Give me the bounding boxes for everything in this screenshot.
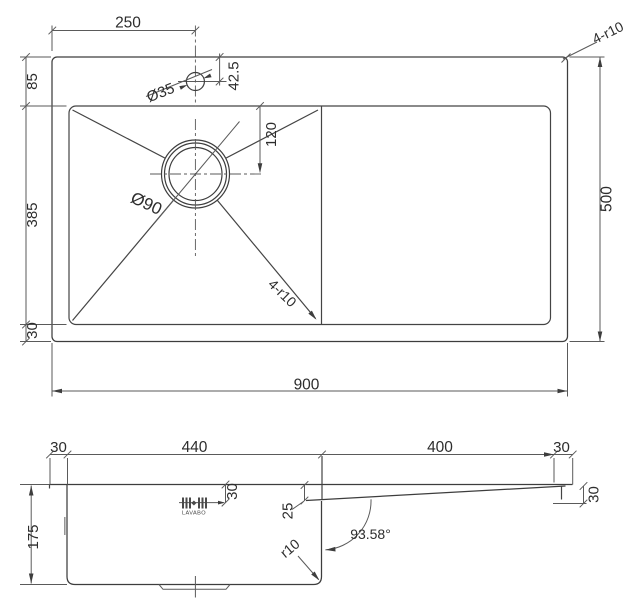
svg-text:900: 900 [294,377,320,394]
svg-text:4-r10: 4-r10 [590,18,627,47]
svg-text:30: 30 [224,483,241,500]
svg-text:440: 440 [182,439,208,456]
svg-text:42.5: 42.5 [226,61,243,90]
svg-text:25: 25 [280,503,297,520]
svg-text:30: 30 [50,439,67,456]
svg-text:Ø35: Ø35 [144,80,177,106]
svg-text:250: 250 [115,15,141,32]
svg-text:385: 385 [24,202,41,227]
svg-text:4-r10: 4-r10 [265,276,300,310]
svg-text:93.58°: 93.58° [350,526,391,542]
svg-text:30: 30 [24,322,41,339]
svg-text:500: 500 [599,186,616,212]
svg-text:30: 30 [553,439,570,456]
svg-text:120: 120 [263,122,280,147]
svg-text:400: 400 [427,439,453,456]
svg-text:LAVABO: LAVABO [182,511,206,517]
svg-text:Ø90: Ø90 [128,188,165,219]
svg-text:85: 85 [24,73,41,90]
svg-text:30: 30 [586,486,603,503]
svg-text:175: 175 [25,524,42,549]
